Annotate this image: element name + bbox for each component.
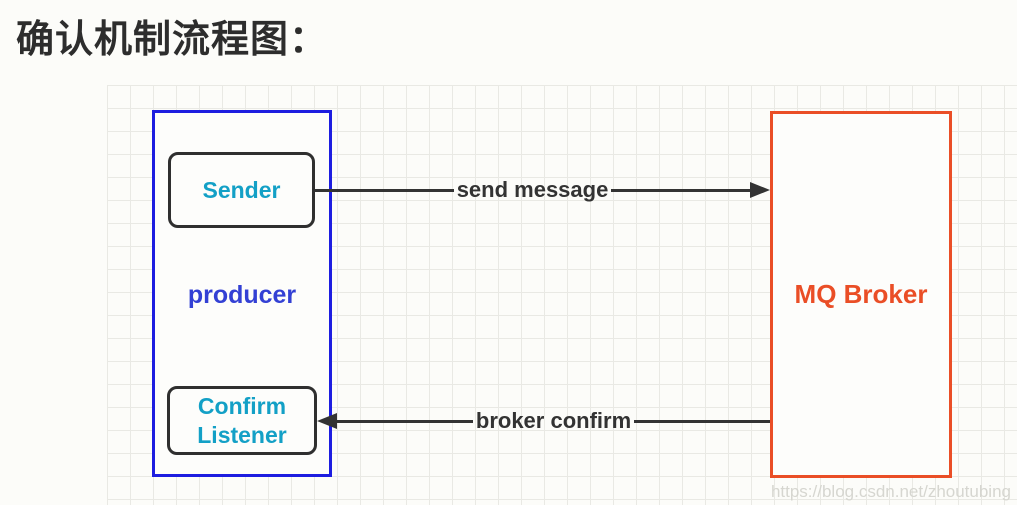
arrow-line-segment	[634, 419, 771, 423]
arrow-line-segment	[337, 419, 473, 423]
mq-broker-node: MQ Broker	[770, 111, 952, 478]
send-message-arrow: send message	[315, 177, 771, 203]
arrow-line-segment	[315, 188, 454, 192]
arrow-line-segment	[611, 188, 751, 192]
confirm-listener-node: Confirm Listener	[167, 386, 317, 455]
arrowhead-left-icon	[317, 413, 337, 429]
page-title: 确认机制流程图：	[16, 19, 329, 61]
broker-confirm-arrow: broker confirm	[317, 408, 771, 434]
broker-confirm-arrow-label: broker confirm	[475, 408, 632, 433]
watermark-url: https://blog.csdn.net/zhoutubing	[770, 482, 1011, 501]
arrowhead-right-icon	[750, 182, 771, 198]
mq-broker-node-label: MQ Broker	[794, 279, 928, 309]
sender-node-label: Sender	[202, 176, 281, 203]
send-message-arrow-label: send message	[456, 177, 609, 202]
confirm-listener-node-label: Confirm Listener	[197, 392, 287, 448]
producer-group-label: producer	[187, 281, 297, 309]
sender-node: Sender	[168, 152, 315, 228]
